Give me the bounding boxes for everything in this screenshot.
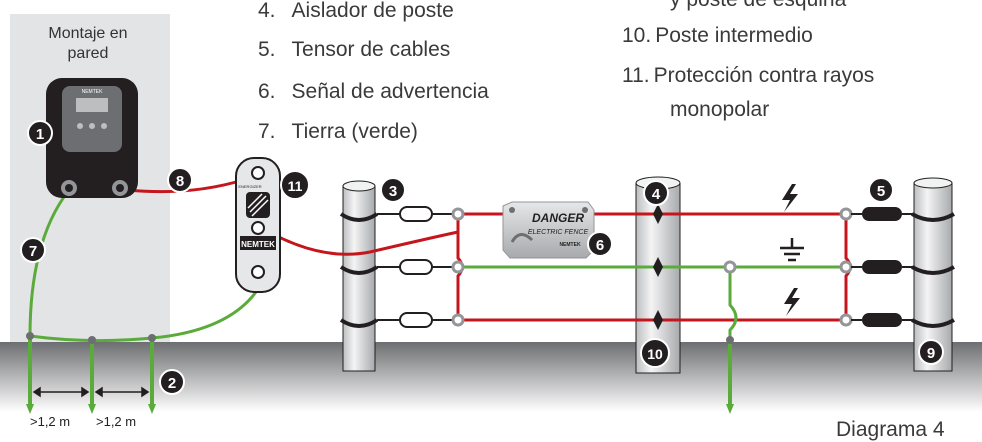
callout-2: 2 (159, 369, 185, 395)
callout-1: 1 (27, 120, 53, 146)
lightning-arrester: NEMTEK ENERGIZER FENCE (235, 157, 281, 293)
strain-insulators-left (377, 206, 452, 328)
ground (0, 342, 982, 412)
warning-sign: DANGER ELECTRIC FENCE NEMTEK (502, 201, 595, 259)
legend-text: Tensor de cables (291, 38, 451, 61)
legend-text: Protección contra rayos (653, 64, 875, 87)
callout-6: 6 (587, 231, 613, 257)
right-post-wire-ties (911, 212, 955, 328)
svg-text:1: 1 (36, 126, 44, 143)
legend-item-10: 10.Poste intermedio (622, 22, 813, 50)
svg-text:3: 3 (389, 183, 397, 200)
svg-text:4: 4 (652, 186, 661, 203)
legend-item-11-continuation: monopolar (670, 96, 769, 124)
legend-number: 11. (622, 64, 650, 87)
legend-text: Tierra (verde) (291, 120, 418, 143)
earth-wires (28, 189, 846, 352)
legend-item-11: 11.Protección contra rayos (622, 62, 874, 90)
legend-number: 4. (258, 0, 276, 22)
legend-number: 6. (258, 80, 276, 103)
corner-post-left (342, 180, 376, 372)
legend-text: Señal de advertencia (291, 80, 489, 103)
wall-mount-label: Montaje en pared (48, 25, 128, 62)
svg-text:10: 10 (647, 346, 663, 362)
distance-arrows (32, 386, 150, 398)
arrester-brand: NEMTEK (241, 240, 275, 249)
ground-icon (780, 238, 804, 262)
arrester-top-label: ENERGIZER (238, 184, 261, 189)
left-post-wire-ties (339, 212, 379, 328)
diagram-label: Diagrama 4 (836, 418, 945, 441)
callout-3: 3 (380, 177, 406, 203)
svg-text:7: 7 (29, 243, 37, 260)
legend-text: Poste intermedio (655, 24, 813, 47)
legend-text: y poste de esquina (670, 0, 846, 11)
legend-item-5: 5. Tensor de cables (258, 36, 450, 64)
fence-installation-diagram: NEMTEK NEMTEK ENERGIZER FENCE DANGER ELE… (0, 14, 982, 414)
callout-8: 8 (167, 167, 193, 193)
distance-label: >1,2 m (96, 414, 137, 429)
svg-text:6: 6 (596, 237, 604, 254)
svg-text:11: 11 (288, 178, 303, 194)
legend-item-9-continuation: y poste de esquina (670, 0, 846, 14)
ground-rods (26, 332, 734, 414)
legend-item-7: 7. Tierra (verde) (258, 118, 418, 146)
energizer-unit: NEMTEK (46, 78, 138, 198)
legend-text: Aislador de poste (291, 0, 454, 22)
callout-4: 4 (643, 180, 669, 206)
wire-terminals (451, 207, 853, 327)
legend-item-6: 6. Señal de advertencia (258, 78, 489, 106)
callout-7: 7 (20, 237, 46, 263)
sign-subtitle: ELECTRIC FENCE (528, 229, 589, 236)
callout-11: 11 (280, 170, 310, 200)
svg-text:2: 2 (168, 375, 176, 392)
sign-brand: NEMTEK (559, 242, 581, 248)
strainer-links (851, 213, 914, 321)
legend-number: 5. (258, 38, 276, 61)
svg-text:8: 8 (176, 173, 184, 190)
wire-strainers (862, 207, 902, 327)
legend-number: 7. (258, 120, 276, 143)
callout-10: 10 (640, 338, 670, 368)
lightning-bolt-icon (784, 288, 800, 316)
post-insulators (653, 204, 663, 330)
legend-number: 10. (622, 24, 652, 47)
sign-title: DANGER (532, 211, 584, 225)
callout-5: 5 (868, 177, 894, 203)
legend-text: monopolar (670, 98, 770, 121)
svg-text:9: 9 (927, 345, 935, 362)
corner-post-right (913, 177, 953, 372)
energizer-brand: NEMTEK (82, 89, 104, 95)
svg-text:5: 5 (877, 183, 885, 200)
lightning-bolt-icon (782, 184, 798, 212)
callout-9: 9 (918, 339, 944, 365)
legend-item-4: 4. Aislador de poste (258, 0, 454, 25)
distance-label: >1,2 m (30, 414, 71, 429)
